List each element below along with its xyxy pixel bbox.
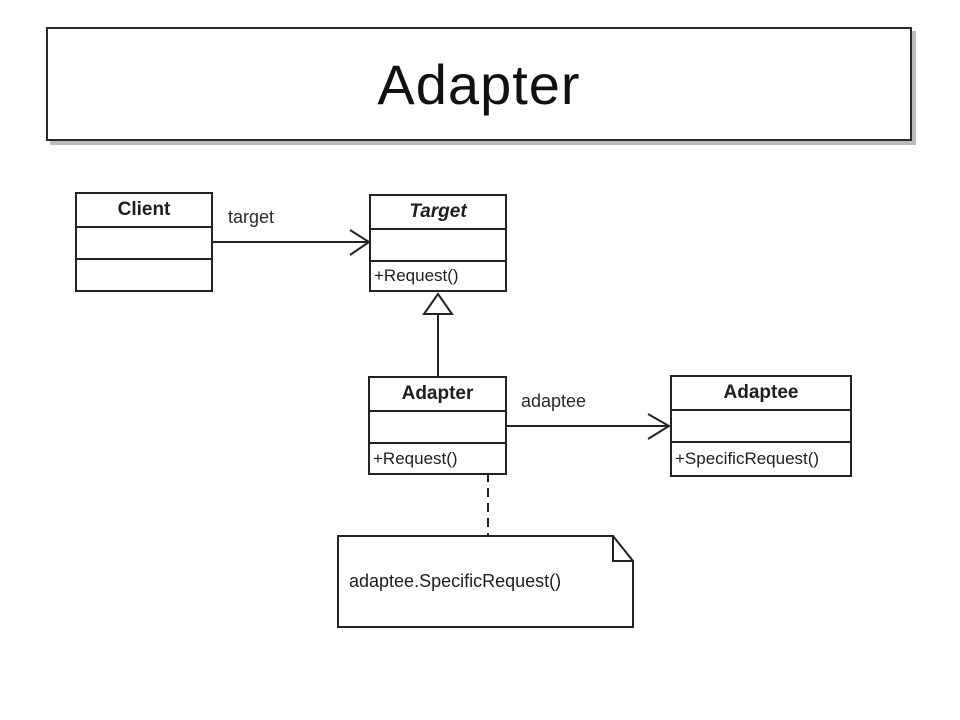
methods-compartment bbox=[77, 260, 211, 290]
association-adapter-adaptee bbox=[507, 413, 671, 440]
attributes-compartment bbox=[370, 412, 505, 444]
note-text: adaptee.SpecificRequest() bbox=[349, 571, 562, 591]
note-fold-corner-icon bbox=[612, 535, 634, 562]
hollow-triangle-icon bbox=[422, 292, 454, 315]
generalization-adapter-target bbox=[422, 292, 454, 376]
attributes-compartment bbox=[371, 230, 505, 262]
page-title: Adapter bbox=[377, 52, 581, 116]
class-target: Target +Request() bbox=[369, 194, 507, 292]
class-adaptee: Adaptee +SpecificRequest() bbox=[670, 375, 852, 477]
attributes-compartment bbox=[77, 228, 211, 260]
association-client-target bbox=[213, 229, 371, 256]
open-arrowhead-icon bbox=[647, 413, 671, 440]
class-name: Adapter bbox=[370, 378, 505, 412]
attributes-compartment bbox=[672, 411, 850, 443]
class-adapter: Adapter +Request() bbox=[368, 376, 507, 475]
methods-compartment: +SpecificRequest() bbox=[675, 449, 820, 468]
class-name: Client bbox=[77, 194, 211, 228]
class-name: Target bbox=[371, 196, 505, 230]
class-name: Adaptee bbox=[672, 377, 850, 411]
association-label-adaptee: adaptee bbox=[521, 391, 587, 411]
open-arrowhead-icon bbox=[349, 229, 371, 256]
class-client: Client bbox=[75, 192, 213, 292]
methods-compartment: +Request() bbox=[374, 266, 459, 285]
association-label-target: target bbox=[228, 207, 275, 227]
methods-compartment: +Request() bbox=[373, 448, 458, 468]
slide-title-box: Adapter bbox=[46, 27, 912, 141]
